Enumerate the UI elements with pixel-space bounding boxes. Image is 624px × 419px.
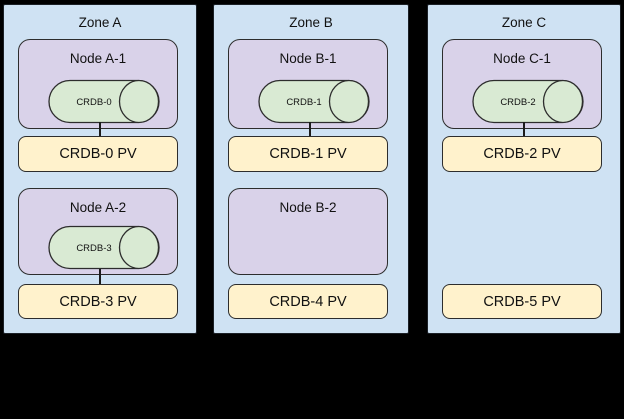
zone-c: Zone C Node C-1 CRDB-2 CRDB-2 PV CRDB-5 … (427, 4, 621, 334)
pv-label: CRDB-1 PV (269, 146, 347, 162)
crdb-pod-label: CRDB-2 (500, 97, 535, 108)
pv-box: CRDB-2 PV (442, 136, 602, 172)
zone-label: Zone C (501, 15, 547, 30)
pv-box: CRDB-3 PV (18, 284, 178, 319)
node-box: Node A-1 CRDB-0 (18, 39, 178, 129)
crdb-pod-cylinder-icon: CRDB-0 (48, 79, 160, 124)
pv-label: CRDB-4 PV (269, 293, 347, 310)
node-label: Node B-1 (279, 51, 337, 66)
pv-box: CRDB-0 PV (18, 136, 178, 172)
node-label: Node C-1 (493, 51, 551, 66)
pv-box: CRDB-4 PV (228, 284, 388, 319)
connector-line (523, 122, 525, 137)
node-label: Node B-2 (279, 200, 337, 215)
crdb-pod-label: CRDB-3 (76, 243, 111, 254)
crdb-pod-label: CRDB-1 (286, 97, 321, 108)
crdb-pod-cylinder-icon: CRDB-1 (258, 79, 370, 124)
connector-line (99, 122, 101, 137)
pv-box: CRDB-5 PV (442, 284, 602, 319)
node-label: Node A-1 (69, 51, 127, 66)
node-box: Node A-2 CRDB-3 (18, 188, 178, 275)
pv-label: CRDB-5 PV (483, 293, 561, 310)
zone-b: Zone B Node B-1 CRDB-1 CRDB-1 PV Node B-… (213, 4, 409, 334)
zone-label: Zone B (289, 15, 333, 30)
crdb-pod-cylinder-icon: CRDB-2 (472, 79, 584, 124)
pv-label: CRDB-0 PV (59, 146, 137, 162)
pv-label: CRDB-2 PV (483, 146, 561, 162)
crdb-pod-cylinder-icon: CRDB-3 (48, 225, 160, 270)
node-box-empty: Node B-2 (228, 188, 388, 275)
node-box: Node B-1 CRDB-1 (228, 39, 388, 129)
crdb-pod-label: CRDB-0 (76, 97, 111, 108)
connector-line (309, 122, 311, 137)
pv-label: CRDB-3 PV (59, 293, 137, 310)
zone-label: Zone A (78, 15, 122, 30)
connector-line (99, 269, 101, 285)
pv-box: CRDB-1 PV (228, 136, 388, 172)
node-box: Node C-1 CRDB-2 (442, 39, 602, 129)
zone-a: Zone A Node A-1 CRDB-0 CRDB-0 PV Node A-… (3, 4, 197, 334)
node-label: Node A-2 (69, 200, 127, 215)
